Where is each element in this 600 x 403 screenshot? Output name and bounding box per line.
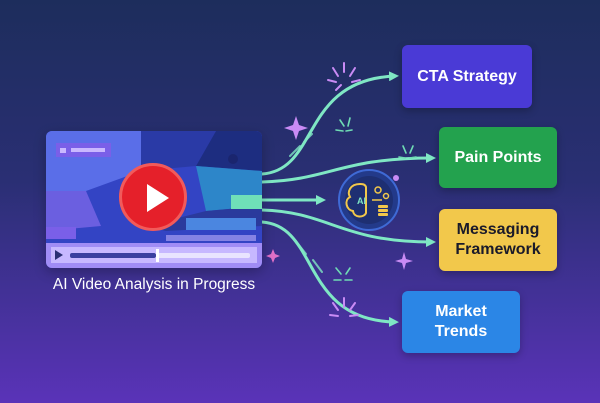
play-small-icon[interactable]: [55, 250, 63, 260]
progress-track: [70, 253, 250, 258]
burst-icon: [333, 117, 417, 281]
ai-brain-icon: AI: [338, 169, 400, 231]
svg-text:AI: AI: [357, 196, 366, 206]
pain-points-label: Pain Points: [454, 148, 542, 166]
market-trends-label: Market Trends: [434, 303, 488, 340]
pain-points-box[interactable]: Pain Points: [439, 127, 557, 188]
cta-strategy-box[interactable]: CTA Strategy: [402, 45, 532, 108]
market-trends-box[interactable]: Market Trends: [402, 291, 520, 353]
cta-strategy-label: CTA Strategy: [417, 67, 517, 85]
flow-line-messaging: [260, 208, 436, 247]
play-icon: [147, 184, 169, 212]
progress-handle[interactable]: [156, 249, 159, 262]
messaging-framework-label: Messaging Framework: [455, 221, 541, 258]
sparkle-icon: [266, 116, 413, 270]
flow-line-pain: [260, 153, 436, 184]
flow-line-market: [260, 220, 399, 327]
video-caption: AI Video Analysis in Progress: [52, 276, 256, 293]
playback-bar[interactable]: [46, 243, 262, 268]
play-button[interactable]: [119, 163, 187, 231]
burst-icon: [327, 62, 361, 317]
progress-fill: [70, 253, 156, 258]
flow-line-cta: [260, 71, 399, 176]
messaging-framework-box[interactable]: Messaging Framework: [439, 209, 557, 271]
